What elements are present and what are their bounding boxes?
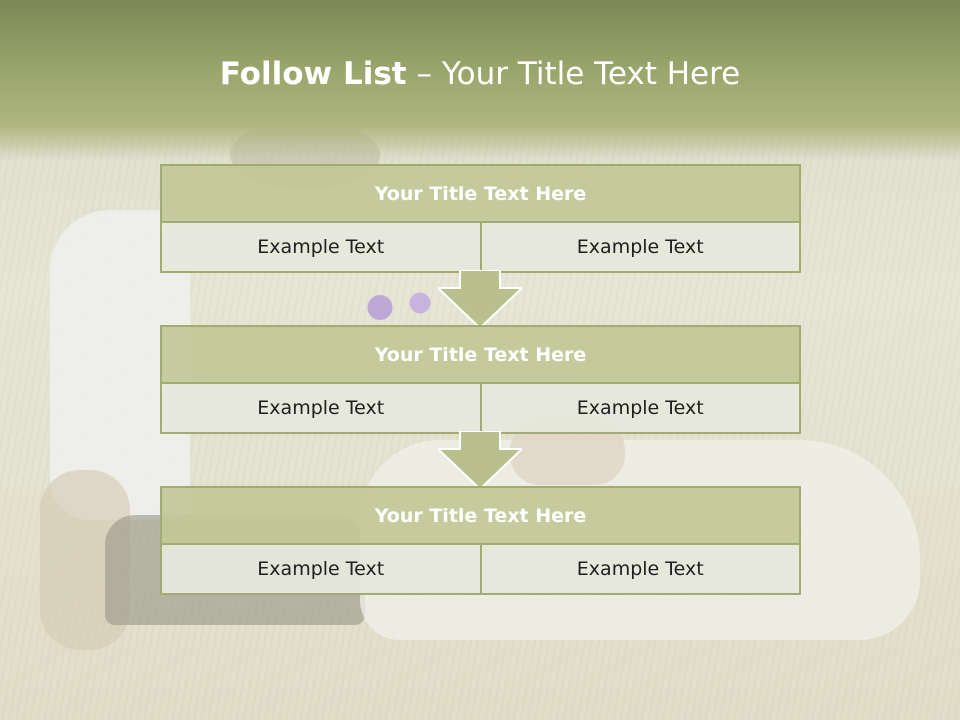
slide-title-rest: – Your Title Text Here bbox=[406, 56, 741, 92]
down-arrow-icon bbox=[438, 270, 522, 328]
block-row: Example Text Example Text bbox=[162, 384, 799, 432]
block-cell-right: Example Text bbox=[479, 384, 799, 432]
down-arrow-icon bbox=[438, 431, 522, 489]
follow-block-3: Your Title Text Here Example Text Exampl… bbox=[160, 486, 801, 595]
block-title: Your Title Text Here bbox=[162, 166, 799, 223]
block-cell-right: Example Text bbox=[479, 223, 799, 271]
block-row: Example Text Example Text bbox=[162, 223, 799, 271]
follow-block-2: Your Title Text Here Example Text Exampl… bbox=[160, 325, 801, 434]
follow-block-1: Your Title Text Here Example Text Exampl… bbox=[160, 164, 801, 273]
block-cell-right: Example Text bbox=[479, 545, 799, 593]
photo-flowers bbox=[350, 285, 450, 330]
block-row: Example Text Example Text bbox=[162, 545, 799, 593]
header-band bbox=[0, 0, 960, 160]
block-cell-left: Example Text bbox=[162, 223, 480, 271]
block-cell-left: Example Text bbox=[162, 384, 480, 432]
slide-title: Follow List – Your Title Text Here bbox=[0, 56, 960, 92]
slide-title-bold: Follow List bbox=[219, 56, 407, 92]
block-cell-left: Example Text bbox=[162, 545, 480, 593]
block-title: Your Title Text Here bbox=[162, 488, 799, 545]
block-title: Your Title Text Here bbox=[162, 327, 799, 384]
